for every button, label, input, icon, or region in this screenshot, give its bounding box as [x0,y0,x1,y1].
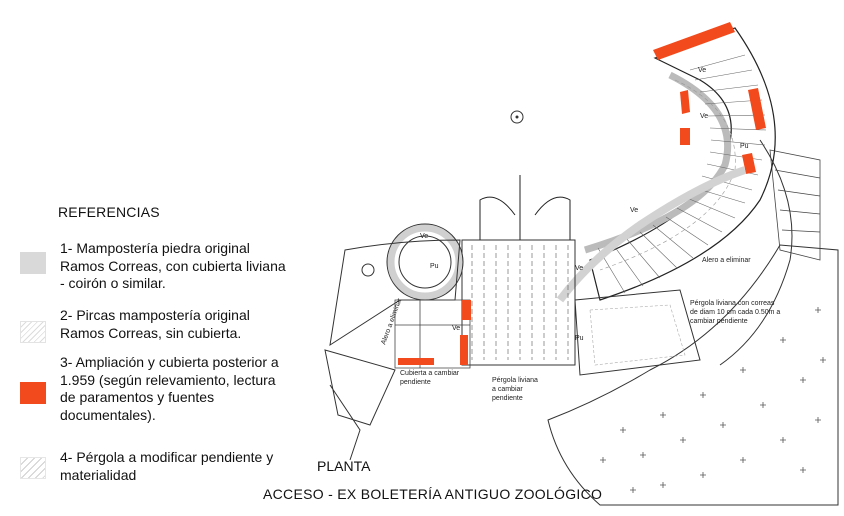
label-cubierta-1: Cubierta a cambiar [400,370,460,377]
label-alero-right: Alero a eliminar [702,257,751,264]
tag-pu: Pu [575,335,584,342]
swatch-pergola [20,457,46,479]
label-pergola-right-3: cambiar pendiente [690,318,748,325]
reference-text-3: 3- Ampliación y cubierta posterior a 1.9… [60,354,279,423]
plan-title: PLANTA [317,458,371,474]
tag-ve: Ve [420,233,428,240]
arc-rafters [597,54,767,294]
reference-text-2: 2- Pircas mampostería original Ramos Cor… [60,307,250,341]
swatch-addition [20,382,46,404]
kiosk-circle-inner [398,235,452,289]
label-pergola-right-1: Pérgola liviana con correas [690,300,775,307]
tag-ve: Ve [575,265,583,272]
garden-plants [600,307,826,493]
kiosk-circle-outer [387,224,463,300]
tree-left [361,263,375,277]
left-rooms [394,299,471,369]
north-symbol [510,110,524,124]
garden-bed [547,244,839,506]
reference-text-1: 1- Mampostería piedra original Ramos Cor… [60,240,286,291]
tag-ve: Ve [630,207,638,214]
references-title: REFERENCIAS [58,204,160,220]
reference-item-2: 2- Pircas mampostería original Ramos Cor… [20,307,300,349]
label-alero-left: Alero a eliminar [380,297,403,346]
tag-ve: Ve [452,325,460,332]
label-cubierta-2: pendiente [400,379,431,386]
plan-caption: ACCESO - EX BOLETERÍA ANTIGUO ZOOLÓGICO [263,486,603,502]
masonry-band [556,166,747,303]
right-hatch [589,304,686,366]
reference-item-3: 3- Ampliación y cubierta posterior a 1.9… [20,354,300,430]
stair-right [769,149,821,261]
swatch-masonry [20,252,46,274]
label-pergola-center-1: Pérgola liviana [492,377,538,384]
reference-text-4: 4- Pérgola a modificar pendiente y mater… [60,449,274,483]
entry-gate [479,175,571,240]
swatch-pircas [20,321,46,343]
reference-item-1: 1- Mampostería piedra original Ramos Cor… [20,240,300,300]
reference-item-4: 4- Pérgola a modificar pendiente y mater… [20,449,300,489]
label-pergola-center-3: pendiente [492,395,523,402]
central-pergola-lines [471,245,569,360]
red-additions-lower [398,300,471,365]
right-block [574,289,701,376]
label-pergola-center-2: a cambiar [492,386,523,393]
tag-pu: Pu [430,263,439,270]
tag-ve: Ve [698,67,706,74]
tag-pu: Pu [740,143,749,150]
red-additions-arc [653,22,766,174]
left-path [324,349,396,461]
label-pergola-right-2: de diam 10 cm cada 0.50m a [690,309,780,316]
central-block [461,239,576,366]
outer-path-curve [719,139,793,366]
tag-ve: Ve [700,113,708,120]
north-symbol-dot [515,115,519,119]
